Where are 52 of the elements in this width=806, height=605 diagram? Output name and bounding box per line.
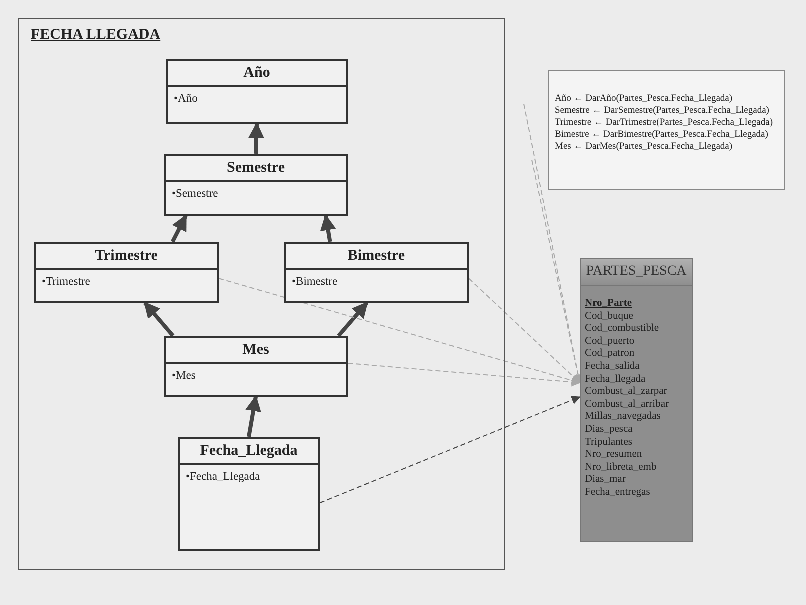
attribute-text: Cod_buque — [584, 310, 634, 324]
mapping-arrow — [320, 396, 581, 504]
generalization-arrow — [246, 395, 262, 438]
generalization-arrow — [170, 214, 188, 243]
formula-text: Mes ← DarMes(Partes_Pesca.Fecha_Llegada) — [555, 141, 734, 153]
attribute-text: Fecha_salida — [584, 360, 641, 374]
package-title: FECHA LLEGADA — [31, 27, 161, 44]
attribute-text: •Fecha_Llegada — [185, 470, 262, 483]
generalization-arrow — [320, 214, 336, 242]
attribute-text: Cod_puerto — [584, 336, 636, 348]
attribute-text: Cod_patron — [584, 348, 636, 361]
class-box — [34, 242, 219, 303]
attribute-text: Fecha_entregas — [584, 486, 652, 500]
attribute-text: Nro_Parte — [584, 298, 634, 311]
class-name: Bimestre — [286, 244, 467, 270]
class-box — [166, 59, 348, 124]
attribute-text: Tripulantes — [584, 436, 634, 450]
class-name: Mes — [166, 338, 346, 364]
table-box — [580, 258, 693, 542]
attribute-text: •Año — [173, 92, 199, 105]
package-frame — [18, 18, 505, 570]
attribute-text: •Mes — [171, 369, 197, 382]
table-name: PARTES_PESCA — [581, 259, 692, 286]
attribute-text: Combust_al_arribar — [584, 398, 670, 412]
class-name: Fecha_Llegada — [180, 439, 318, 465]
class-box — [164, 154, 348, 216]
class-name: Semestre — [166, 156, 346, 182]
class-box — [164, 336, 348, 397]
mapping-arrow — [348, 362, 581, 387]
class-name: Año — [168, 61, 346, 87]
formula-text: Año ← DarAño(Partes_Pesca.Fecha_Llegada) — [555, 93, 734, 105]
attribute-text: •Bimestre — [291, 275, 339, 288]
class-box — [284, 242, 469, 303]
generalization-arrow — [337, 302, 369, 338]
attribute-text: Fecha_llegada — [584, 374, 647, 386]
generalization-arrow — [248, 122, 265, 154]
attribute-text: Combust_al_zarpar — [584, 386, 668, 399]
attribute-text: Cod_combustible — [584, 323, 660, 336]
formula-text: Bimestre ← DarBimestre(Partes_Pesca.Fecha_Llegada) — [555, 129, 770, 141]
attribute-text: •Trimestre — [41, 275, 92, 288]
class-box — [178, 437, 320, 551]
attribute-text: Millas_navegadas — [584, 411, 662, 424]
attribute-text: Nro_libreta_emb — [584, 462, 658, 474]
attribute-text: Dias_pesca — [584, 424, 634, 437]
formula-text: Trimestre ← DarTrimestre(Partes_Pesca.Fecha_Llegada) — [555, 117, 774, 129]
note-box — [548, 70, 785, 190]
attribute-text: Nro_resumen — [584, 449, 644, 462]
formula-text: Semestre ← DarSemestre(Partes_Pesca.Fecha_Llegada) — [555, 105, 770, 117]
attribute-text: •Semestre — [171, 187, 220, 200]
attribute-text: Dias_mar — [584, 474, 627, 487]
generalization-arrow — [143, 302, 175, 338]
class-name: Trimestre — [36, 244, 217, 270]
